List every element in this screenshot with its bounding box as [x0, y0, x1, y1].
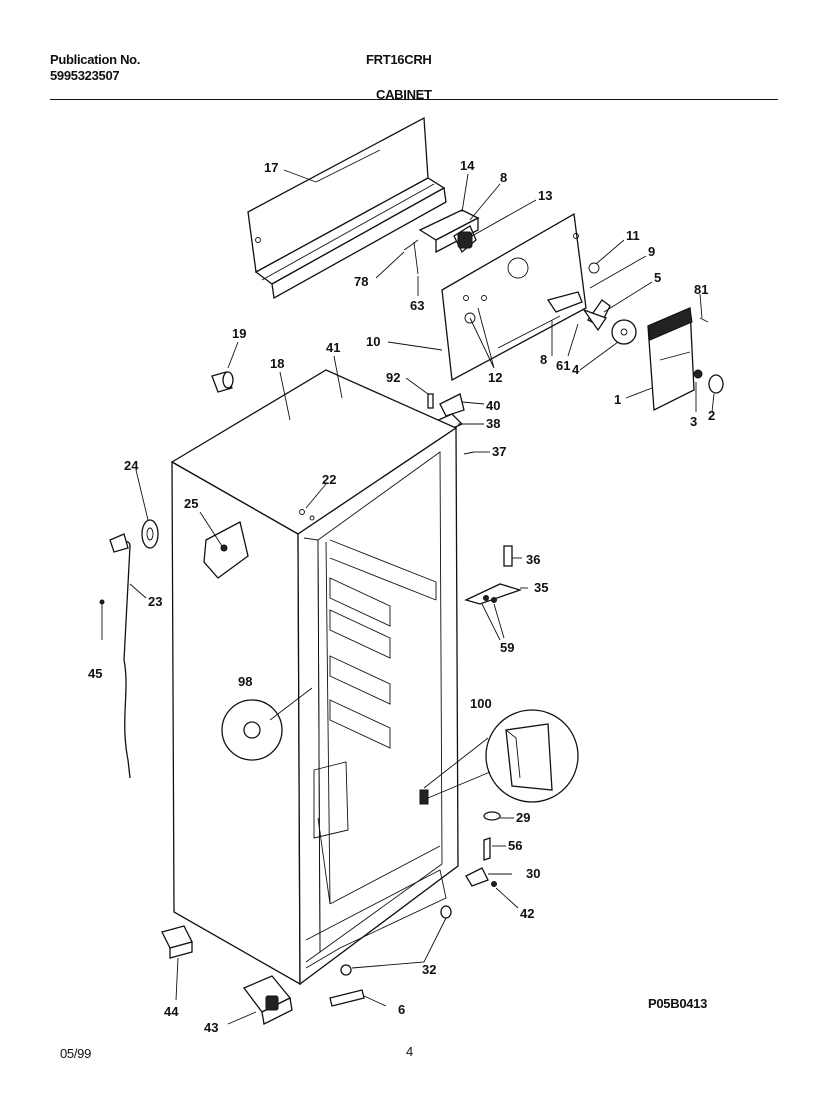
plug-parts-32 [340, 905, 452, 976]
detail-circle-100 [419, 709, 579, 805]
rod-and-grommet-parts [99, 519, 159, 779]
callout-36: 36 [526, 552, 540, 567]
publication-number: 5995323507 [50, 68, 120, 83]
callout-43: 43 [204, 1020, 218, 1035]
callout-6: 6 [398, 1002, 405, 1017]
top-cover-part [247, 116, 447, 300]
callout-24: 24 [124, 458, 139, 473]
callout-100: 100 [470, 696, 492, 711]
callout-19: 19 [232, 326, 246, 341]
shelf-supports [313, 577, 391, 839]
light-housing-part [647, 307, 724, 412]
callout-22: 22 [322, 472, 336, 487]
callout-45: 45 [88, 666, 102, 681]
section-title: CABINET [376, 87, 432, 102]
callout-92: 92 [386, 370, 400, 385]
callout-1: 1 [614, 392, 621, 407]
callout-8: 8 [500, 170, 507, 185]
header-rule [50, 99, 778, 100]
callout-8b: 8 [540, 352, 547, 367]
bracket-parts-14-8-13 [403, 209, 480, 275]
callout-30: 30 [526, 866, 540, 881]
callout-61: 61 [556, 358, 570, 373]
cap-part-19 [211, 371, 234, 393]
publication-label: Publication No. [50, 52, 141, 67]
callout-35: 35 [534, 580, 548, 595]
shelf-bracket-parts [464, 545, 523, 605]
callout-12: 12 [488, 370, 502, 385]
callout-41: 41 [326, 340, 340, 355]
callout-5: 5 [654, 270, 661, 285]
evaporator-cover-panel [441, 212, 587, 382]
callout-25: 25 [184, 496, 198, 511]
callout-3: 3 [690, 414, 697, 429]
callout-42: 42 [520, 906, 534, 921]
footer-date: 05/99 [60, 1046, 92, 1061]
cabinet-shell [170, 369, 459, 986]
roller-part-43 [242, 975, 293, 1025]
callout-10: 10 [366, 334, 380, 349]
detail-circle-98 [221, 687, 313, 761]
callout-44: 44 [164, 1004, 179, 1019]
callout-17: 17 [264, 160, 278, 175]
callout-56: 56 [508, 838, 522, 853]
fan-assembly-parts [546, 262, 637, 345]
callout-23: 23 [148, 594, 162, 609]
callout-78: 78 [354, 274, 368, 289]
strip-part-6 [329, 989, 365, 1007]
callout-38: 38 [486, 416, 500, 431]
callout-4: 4 [572, 362, 580, 377]
callout-18: 18 [270, 356, 284, 371]
callout-59: 59 [500, 640, 514, 655]
callout-11: 11 [626, 228, 640, 243]
callout-40: 40 [486, 398, 500, 413]
callout-labels: 17 14 8 13 11 9 5 81 78 63 10 12 8 61 4 … [88, 158, 715, 1035]
callout-14: 14 [460, 158, 475, 173]
model-number: FRT16CRH [366, 52, 432, 67]
leveler-parts [465, 811, 501, 887]
callout-13: 13 [538, 188, 552, 203]
callout-63: 63 [410, 298, 424, 313]
callout-98: 98 [238, 674, 252, 689]
callout-81: 81 [694, 282, 708, 297]
callout-9: 9 [648, 244, 655, 259]
drawing-code: P05B0413 [648, 996, 708, 1011]
callout-2: 2 [708, 408, 715, 423]
callout-29: 29 [516, 810, 530, 825]
footer-page-number: 4 [406, 1044, 413, 1059]
callout-37: 37 [492, 444, 506, 459]
leader-lines [129, 169, 715, 1025]
callout-32: 32 [422, 962, 436, 977]
block-part-44 [161, 925, 193, 959]
